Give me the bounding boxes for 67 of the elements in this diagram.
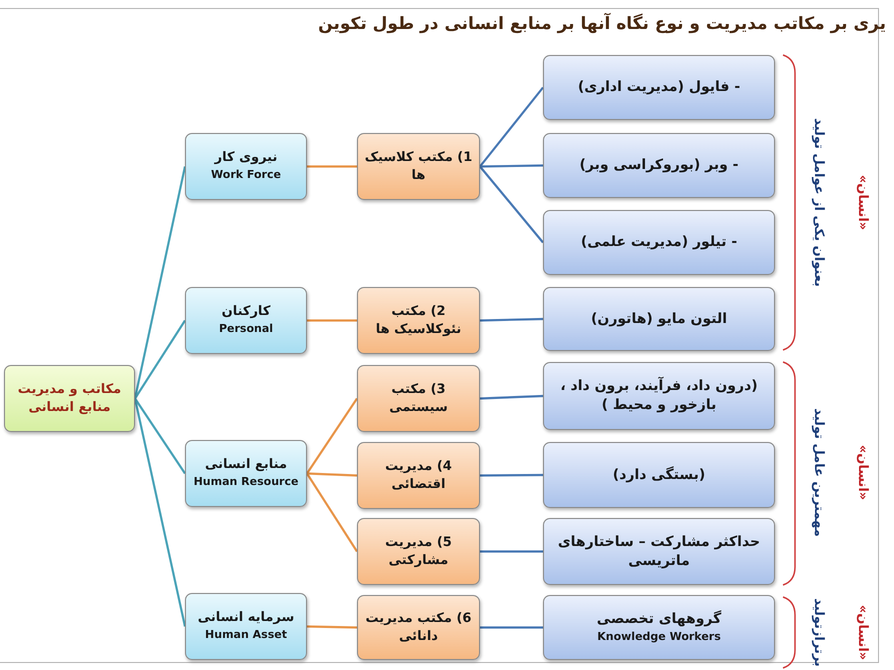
english-label: Personal <box>218 321 274 338</box>
box-label: 1) مکتب کلاسیک ها <box>364 148 473 184</box>
school-box <box>357 595 480 660</box>
connector-line <box>480 626 543 629</box>
box-label: 6) مکتب مدیریت دانائی <box>364 610 472 646</box>
title: یری بر مکاتب مدیریت و نوع نگاه آنها بر منابع انسانی در طول تکوین <box>318 14 886 34</box>
category-box <box>185 440 307 507</box>
side-label: «انسان» <box>854 444 870 500</box>
box-label: التون مایو (هاتورن) <box>591 310 728 328</box>
description-box <box>543 210 775 275</box>
box-label: کارکنان <box>222 303 270 322</box>
school-box <box>357 133 480 200</box>
description-box <box>543 362 775 430</box>
category-box <box>185 133 307 200</box>
english-label: Work Force <box>211 167 281 184</box>
description-box <box>543 287 775 351</box>
english-label: Knowledge Workers <box>597 628 721 645</box>
description-box <box>543 518 775 585</box>
category-box <box>185 287 307 354</box>
school-box <box>357 287 480 354</box>
box-label: - تیلور (مدیریت علمی) <box>580 233 738 252</box>
description-box <box>543 595 775 660</box>
box-label: نیروی کار <box>214 149 278 168</box>
box-label: مکاتب و مدیریت منابع انسانی <box>16 380 122 416</box>
connector-line <box>307 165 357 168</box>
side-label: بعنوان یکی از عوامل تولید <box>810 118 826 286</box>
box-label: - فایول (مدیریت اداری) <box>578 78 740 97</box>
connector-line <box>306 398 358 474</box>
description-box <box>543 55 775 120</box>
connector-line <box>134 398 186 627</box>
connector-line <box>479 86 544 168</box>
school-box <box>357 442 480 509</box>
side-label: «انسان» <box>854 604 870 660</box>
box-label: 4) مدیریت اقتضائی <box>384 458 453 494</box>
connector-line <box>134 398 186 474</box>
connector-line <box>480 474 543 477</box>
description-box <box>543 133 775 198</box>
side-label: مهمترین عامل تولید <box>810 408 826 536</box>
side-label: «انسان» <box>854 174 870 230</box>
box-label: (درون داد، فرآیند، برون داد ، بازخور و محیط ) <box>559 377 759 415</box>
connector-line <box>306 472 358 477</box>
connector-line <box>480 394 544 400</box>
connector-line <box>480 318 544 322</box>
box-label: 3) مکتب سیستمی <box>388 380 449 416</box>
box-label: منابع انسانی <box>205 456 288 474</box>
english-label: Human Resource <box>194 474 298 490</box>
box-label: - وبر (بوروکراسی وبر) <box>580 156 738 175</box>
connector-line <box>134 320 186 400</box>
connector-line <box>306 625 358 629</box>
box-label: 5) مدیریت مشارکتی <box>384 534 453 570</box>
box-label: حداکثر مشارکت – ساختارهای ماتریسی <box>556 532 762 570</box>
category-box <box>185 593 307 660</box>
box-label: 2) مکتب نئوکلاسیک ها <box>374 302 462 338</box>
box-label: گروههای تخصصی <box>596 610 722 629</box>
topic-box <box>4 365 135 432</box>
school-box <box>357 365 480 432</box>
box-label: سرمایه انسانی <box>198 609 294 628</box>
side-label: برترازتولید <box>810 598 826 666</box>
school-box <box>357 518 480 585</box>
connector-line <box>479 166 544 244</box>
connector-line <box>480 164 544 168</box>
connector-line <box>480 550 543 553</box>
description-box <box>543 442 775 508</box>
english-label: Human Asset <box>205 627 287 644</box>
box-label: (بستگی دارد) <box>612 466 706 484</box>
connector-line <box>307 319 357 322</box>
connector-line <box>306 472 358 552</box>
